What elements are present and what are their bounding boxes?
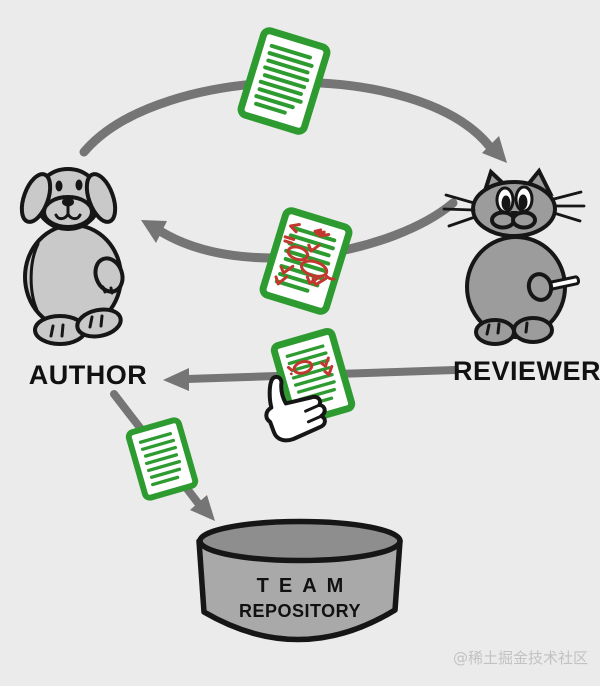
author-label: AUTHOR bbox=[29, 360, 148, 390]
dog-foot bbox=[75, 307, 123, 339]
annotated-document-icon bbox=[259, 207, 353, 315]
dog-nose bbox=[62, 197, 74, 207]
document-icon-small bbox=[125, 417, 199, 501]
dog-eye bbox=[75, 179, 83, 191]
team-repository-cylinder: TEAM REPOSITORY bbox=[196, 518, 403, 643]
cat-pupil bbox=[501, 195, 511, 211]
red-approval-marks bbox=[286, 356, 334, 377]
cat-muzzle bbox=[511, 210, 537, 230]
cat-foot bbox=[474, 318, 516, 346]
repository-label-line2: REPOSITORY bbox=[239, 601, 361, 621]
dog-ear bbox=[84, 172, 118, 224]
red-review-marks bbox=[274, 222, 336, 287]
cat-foot bbox=[512, 316, 554, 344]
cat-paw bbox=[526, 272, 554, 302]
cylinder-top bbox=[197, 518, 403, 564]
repository-label-line1: TEAM bbox=[257, 575, 354, 597]
watermark: @稀土掘金技术社区 bbox=[453, 649, 588, 667]
cat-muzzle bbox=[490, 210, 516, 230]
reviewer-cat-character bbox=[442, 167, 586, 346]
dog-paw bbox=[93, 256, 125, 294]
reviewer-label: REVIEWER bbox=[453, 356, 600, 386]
document-icon bbox=[237, 27, 331, 135]
thumbs-up-icon bbox=[264, 374, 327, 443]
arrowhead-left-icon bbox=[163, 368, 189, 391]
cat-head bbox=[471, 180, 557, 238]
cat-pupil bbox=[518, 194, 528, 210]
dog-eye bbox=[55, 180, 63, 192]
arrowhead-left-icon bbox=[141, 220, 167, 243]
arrowhead-right-icon bbox=[482, 136, 507, 163]
cat-nose bbox=[510, 211, 518, 216]
arrowhead-down-right-icon bbox=[190, 495, 215, 521]
author-dog-character bbox=[19, 167, 125, 346]
